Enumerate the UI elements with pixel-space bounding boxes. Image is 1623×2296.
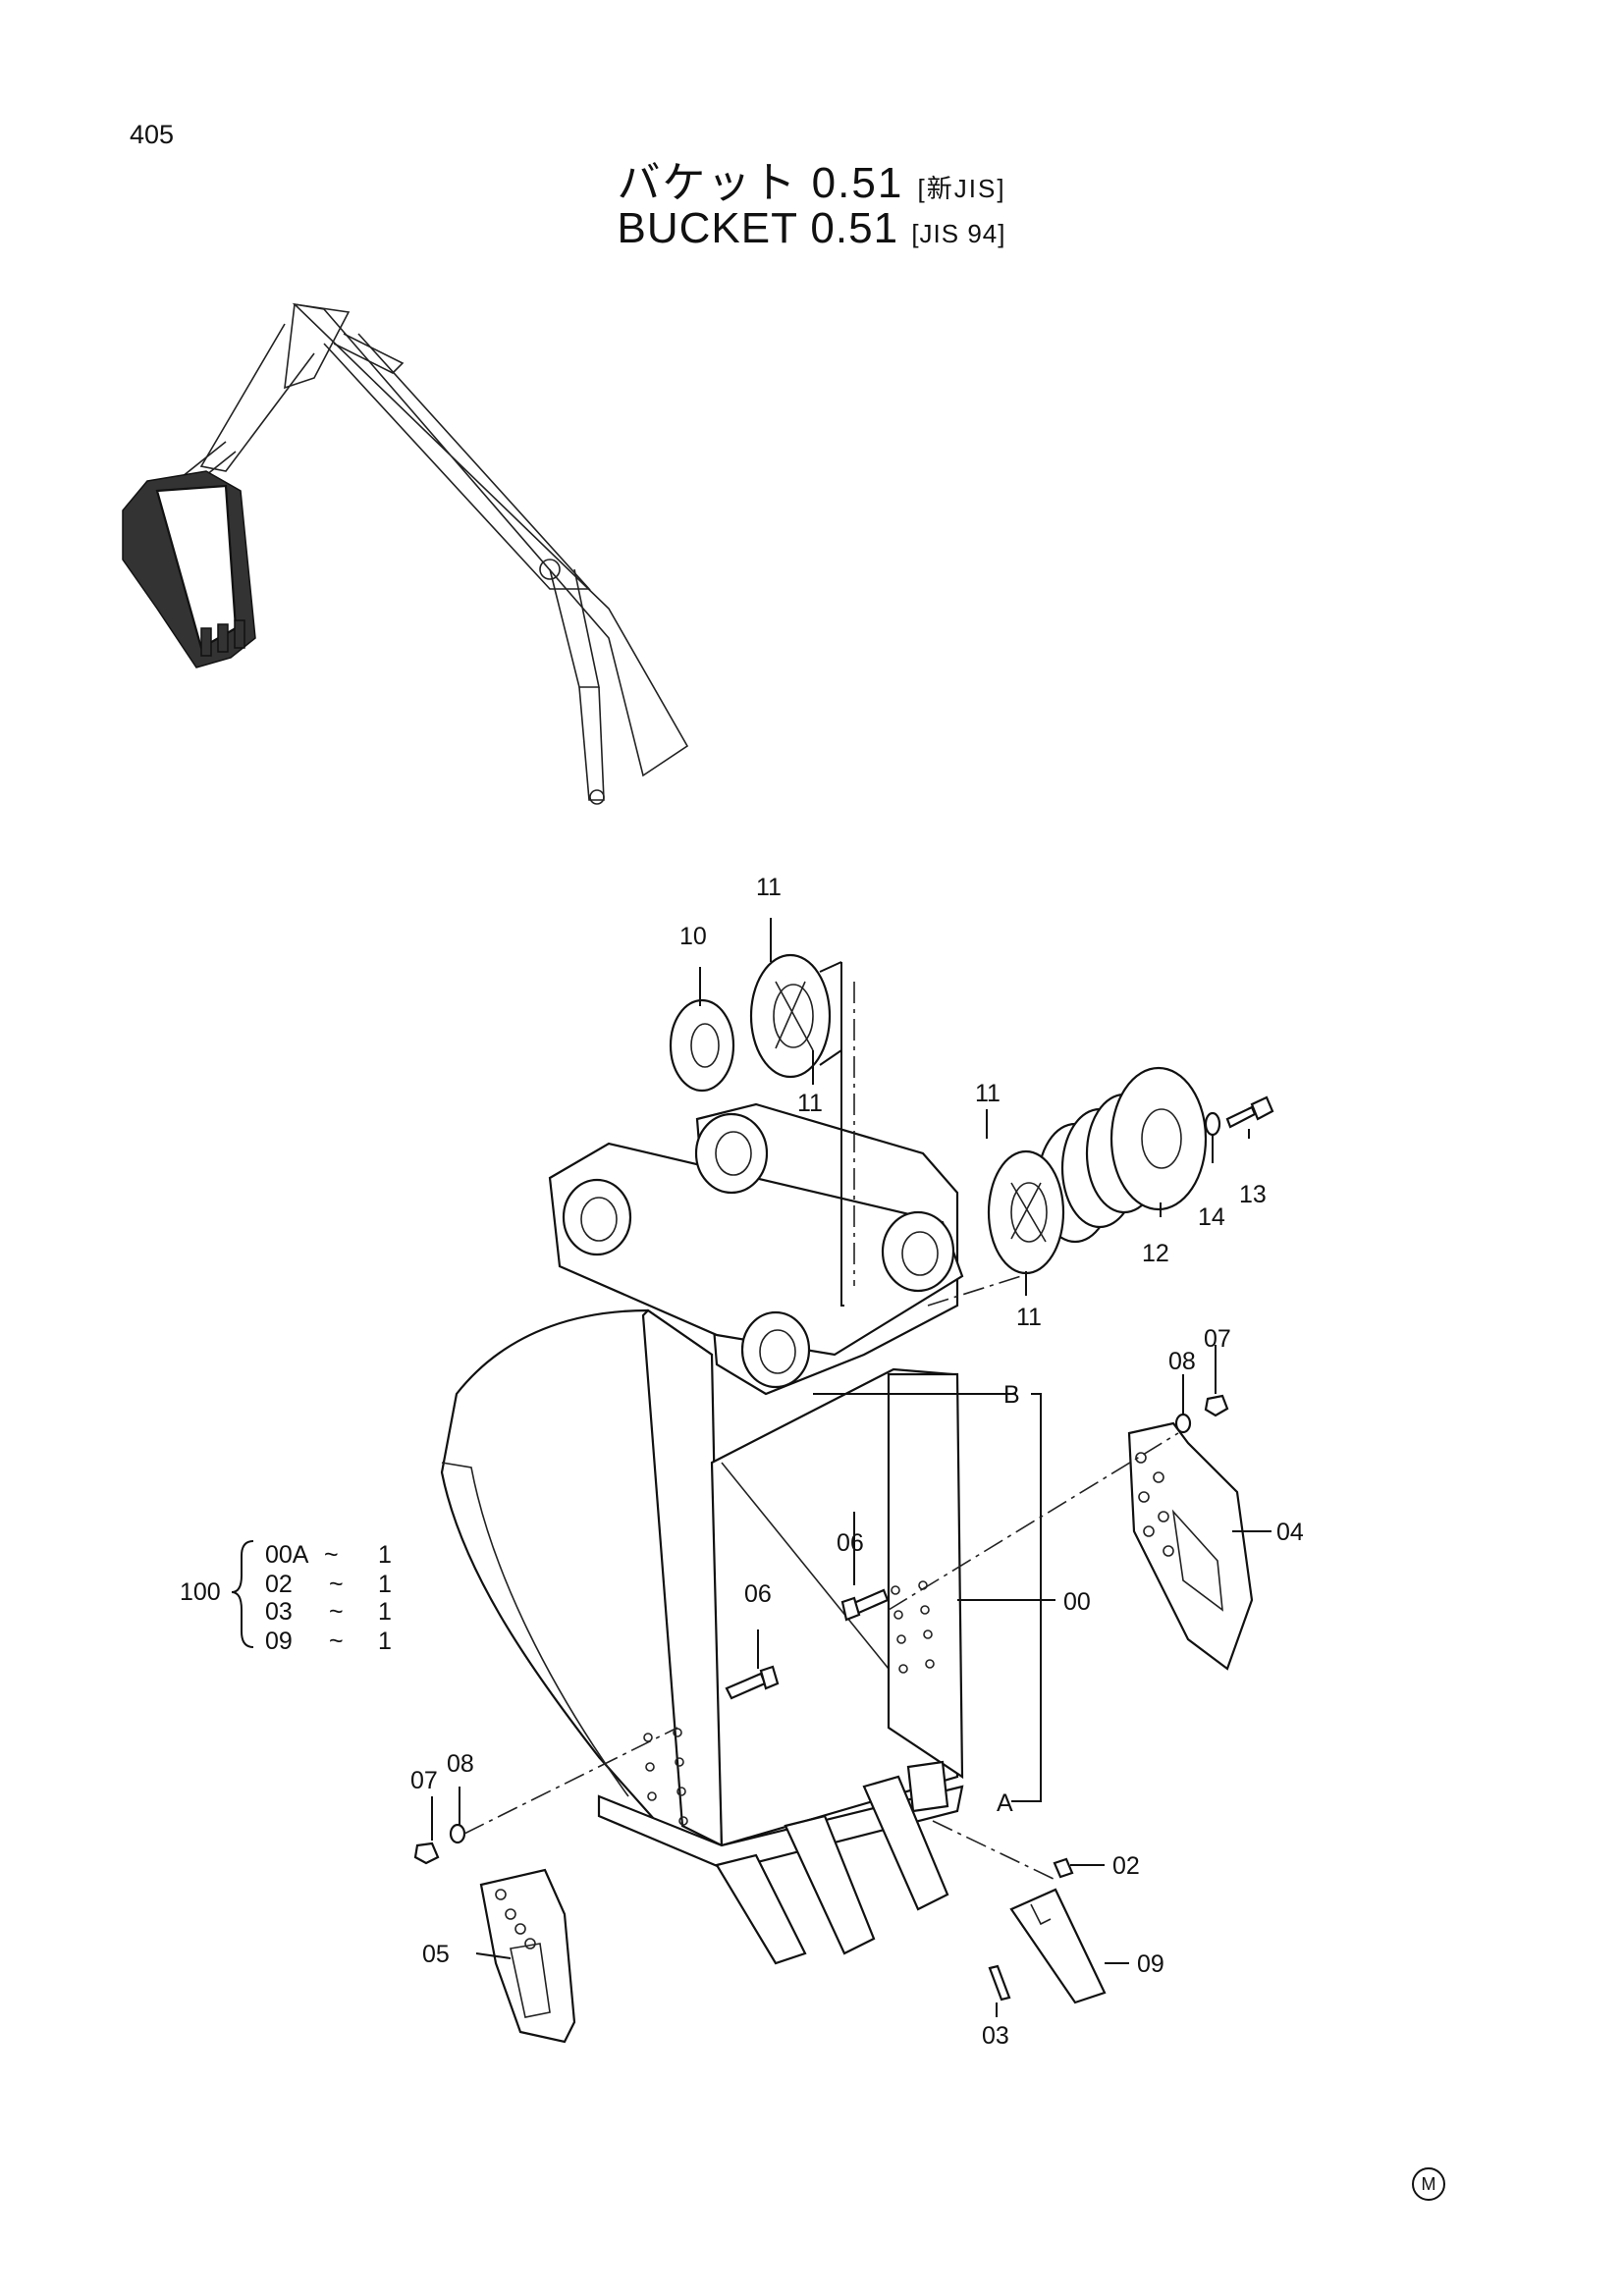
kit-row-part: 02 [265,1571,293,1598]
title-jp-tag: [新JIS] [917,174,1006,203]
callout-labels: 11 10 11 11 11 13 14 12 08 07 B 04 06 00… [410,874,1304,2050]
callout-06-upper: 06 [837,1529,864,1557]
callout-11-top: 11 [756,874,782,901]
callout-06-lower: 06 [744,1580,772,1608]
bucket-teeth [715,1760,949,1965]
pin-03 [988,1964,1011,2002]
callout-11-mid: 11 [797,1090,823,1117]
bolt-06-upper [840,1588,890,1622]
callout-07-right: 07 [1204,1325,1231,1353]
callout-10: 10 [679,923,707,950]
washer-08-left [449,1823,466,1844]
kit-row-part: 00A [265,1541,309,1569]
kit-row: 00A ~ 1 [265,1541,392,1569]
callout-03: 03 [982,2022,1009,2050]
title-jp-main: バケット 0.51 [617,159,904,207]
kit-row: 03 ~ 1 [265,1598,392,1626]
callout-08-right: 08 [1168,1348,1196,1375]
callout-07-left: 07 [410,1767,438,1794]
kit-row-part: 03 [265,1598,293,1626]
nut-07-right [1204,1394,1229,1417]
callout-11-right-top: 11 [975,1080,1001,1107]
side-holes-right [891,1580,935,1674]
kit-100-table: 100 00A ~ 1 02 ~ 1 03 ~ 1 09 ~ 1 [180,1540,392,1655]
kit-row-qty: 1 [378,1571,392,1598]
side-cutter-04 [1127,1421,1254,1671]
callout-14: 14 [1198,1203,1225,1231]
callout-B: B [1003,1381,1020,1409]
bolt-06-lower [725,1665,780,1700]
title-en-main: BUCKET 0.51 [617,204,899,252]
kit-row-sep: ~ [329,1571,344,1598]
leader-lines [431,918,1271,2017]
callout-08-left: 08 [447,1750,474,1778]
shim-11-upper [749,953,832,1079]
washer-10 [669,998,735,1093]
callout-02: 02 [1112,1852,1140,1880]
title-english: BUCKET 0.51 [JIS 94] [0,204,1623,253]
lock-02 [1053,1857,1074,1879]
kit-row-qty: 1 [378,1541,392,1569]
kit-row-sep: ~ [329,1628,344,1655]
machine-overview [122,302,689,805]
callout-12: 12 [1142,1240,1169,1267]
bolt-13 [1225,1095,1274,1129]
kit-row: 09 ~ 1 [265,1628,392,1655]
bucket-body-00 [440,1102,964,1872]
washer-08-right [1174,1413,1192,1434]
kit-row-qty: 1 [378,1628,392,1655]
callout-04: 04 [1276,1519,1304,1546]
callout-00: 00 [1063,1588,1091,1616]
page-number: 405 [130,120,175,149]
nut-07-left [413,1842,440,1865]
callout-09: 09 [1137,1950,1164,1978]
tooth-09 [1009,1888,1107,2004]
title-japanese: バケット 0.51 [新JIS] [0,147,1623,210]
plate-12 [1109,1066,1208,1211]
kit-row: 02 ~ 1 [265,1571,392,1598]
kit-row-sep: ~ [324,1541,339,1569]
kit-row-qty: 1 [378,1598,392,1626]
side-cutter-05 [479,1868,576,2044]
callout-13: 13 [1239,1181,1267,1208]
footer-mark: M [1412,2167,1445,2201]
callout-11-right-bottom: 11 [1016,1304,1042,1331]
kit-number: 100 [180,1578,221,1606]
title-en-tag: [JIS 94] [911,219,1006,248]
kit-row-part: 09 [265,1628,293,1655]
washer-14 [1204,1111,1221,1137]
callout-A: A [997,1789,1013,1817]
kit-row-sep: ~ [329,1598,344,1626]
callout-05: 05 [422,1941,450,1968]
